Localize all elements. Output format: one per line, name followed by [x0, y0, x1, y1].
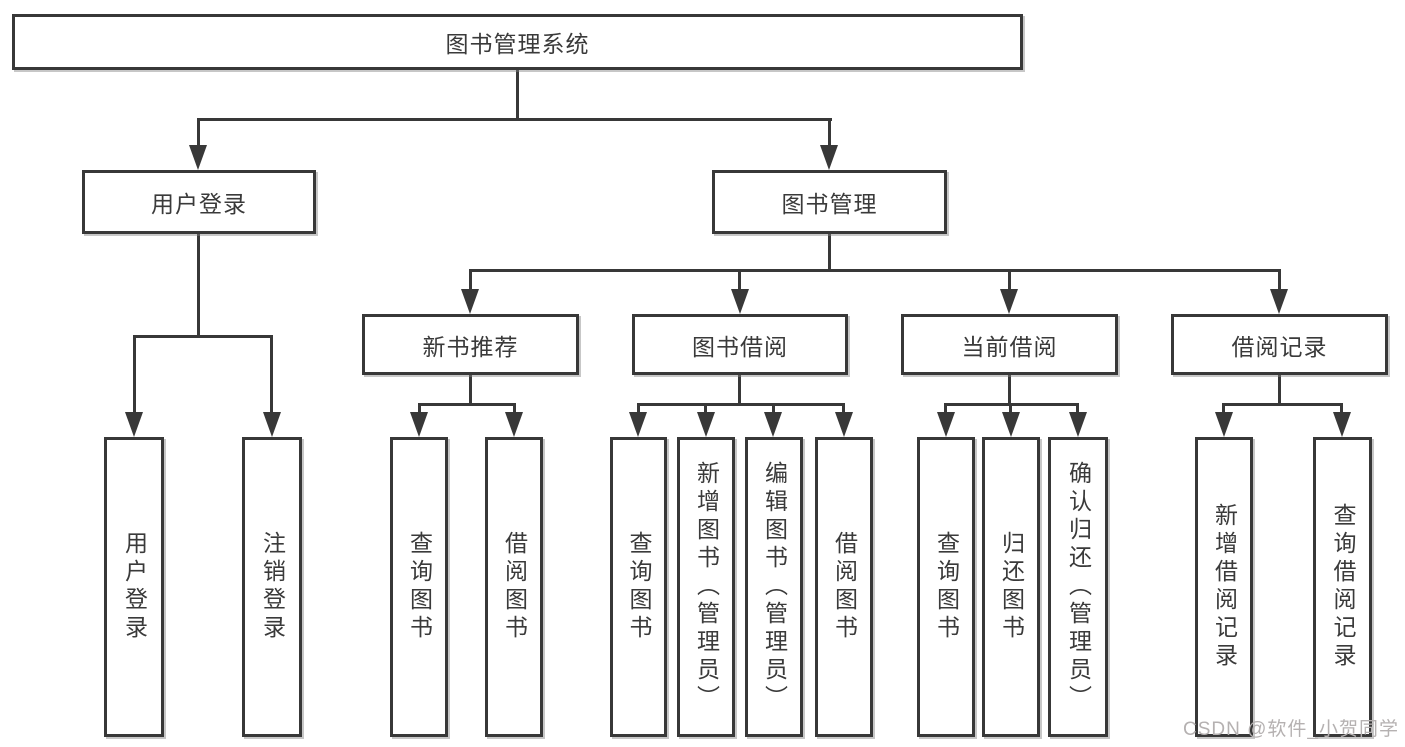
node-cb-query-books: 查询图书: [917, 437, 975, 737]
node-current-borrowing: 当前借阅: [901, 314, 1118, 375]
node-cb-confirm-return-admin: 确认归还（管理员）: [1048, 437, 1108, 737]
node-bb-query-books: 查询图书: [610, 437, 667, 737]
connector-stem: [1076, 403, 1079, 415]
node-label: 当前借阅: [961, 333, 1058, 360]
arrowhead-down-icon: [1000, 289, 1018, 314]
connector-root-bar: [197, 118, 832, 121]
connector-stem: [197, 118, 200, 146]
arrowhead-down-icon: [263, 412, 281, 437]
arrowhead-down-icon: [697, 412, 715, 437]
arrowhead-down-icon: [1333, 412, 1351, 437]
connector-newbook-bar: [418, 403, 516, 406]
connector-stem: [133, 335, 136, 412]
node-library-system: 图书管理系统: [12, 14, 1023, 70]
node-cb-return-books: 归还图书: [982, 437, 1040, 737]
arrowhead-down-icon: [835, 412, 853, 437]
node-bb-borrow-books: 借阅图书: [815, 437, 873, 737]
arrowhead-down-icon: [1002, 412, 1020, 437]
connector-records-bar: [1222, 403, 1343, 406]
arrowhead-down-icon: [189, 145, 207, 170]
node-label: 图书管理: [781, 191, 878, 217]
node-logout: 注销登录: [242, 437, 302, 737]
node-nb-query-books: 查询图书: [390, 437, 448, 737]
arrowhead-down-icon: [125, 412, 143, 437]
arrowhead-down-icon: [461, 289, 479, 314]
connector-stem: [738, 269, 741, 290]
node-label: 用户登录: [121, 531, 148, 643]
connector-userlogin-bar: [133, 335, 273, 338]
arrowhead-down-icon: [764, 412, 782, 437]
node-label: 借阅图书: [501, 531, 528, 643]
connector-stem: [1340, 403, 1343, 415]
connector-stem: [418, 403, 421, 415]
connector-stem: [1008, 269, 1011, 290]
node-label: 借阅记录: [1231, 333, 1328, 360]
arrowhead-down-icon: [410, 412, 428, 437]
node-new-book-recommend: 新书推荐: [362, 314, 579, 375]
connector-stem: [1278, 269, 1281, 290]
node-user-login-group: 用户登录: [82, 170, 316, 234]
connector-stem: [772, 403, 775, 415]
connector-root-stub: [516, 69, 519, 120]
node-label: 用户登录: [151, 191, 247, 217]
node-label: 新增图书（管理员）: [693, 461, 720, 713]
arrowhead-down-icon: [505, 412, 523, 437]
arrowhead-down-icon: [820, 145, 838, 170]
connector-newbook-stub: [469, 375, 472, 406]
arrowhead-down-icon: [1270, 289, 1288, 314]
connector-bookmgmt-bar: [469, 269, 1281, 272]
connector-stem: [828, 118, 831, 146]
node-label: 新书推荐: [422, 333, 519, 360]
node-bb-edit-books-admin: 编辑图书（管理员）: [745, 437, 803, 737]
connector-bookmgmt-stub: [828, 234, 831, 271]
connector-stem: [1222, 403, 1225, 415]
node-book-management: 图书管理: [712, 170, 947, 234]
node-label: 查询借阅记录: [1330, 503, 1356, 671]
arrowhead-down-icon: [1215, 412, 1233, 437]
connector-stem: [704, 403, 707, 415]
node-label: 注销登录: [259, 531, 286, 643]
node-label: 编辑图书（管理员）: [761, 461, 788, 713]
node-br-query-record: 查询借阅记录: [1313, 437, 1372, 737]
node-book-borrowing: 图书借阅: [632, 314, 848, 375]
connector-stem: [513, 403, 516, 415]
connector-stem: [944, 403, 947, 415]
node-label: 查询图书: [933, 531, 960, 643]
connector-userlogin-stub: [197, 234, 200, 338]
connector-stem: [637, 403, 640, 415]
node-bb-add-books-admin: 新增图书（管理员）: [677, 437, 735, 737]
node-label: 查询图书: [406, 531, 433, 643]
node-label: 新增借阅记录: [1211, 503, 1238, 671]
connector-stem: [270, 335, 273, 412]
arrowhead-down-icon: [731, 289, 749, 314]
connector-borrow-bar: [638, 403, 844, 406]
node-borrowing-records: 借阅记录: [1171, 314, 1388, 375]
node-label: 确认归还（管理员）: [1065, 461, 1092, 713]
connector-borrow-stub: [738, 375, 741, 406]
connector-stem: [1009, 403, 1012, 415]
node-label: 归还图书: [998, 531, 1025, 643]
connector-stem: [469, 269, 472, 290]
arrowhead-down-icon: [1069, 412, 1087, 437]
watermark: CSDN @软件_小贺同学: [1183, 719, 1399, 740]
node-nb-borrow-books: 借阅图书: [485, 437, 543, 737]
node-label: 图书管理系统: [445, 31, 590, 57]
node-user-login: 用户登录: [104, 437, 164, 737]
connector-records-stub: [1278, 375, 1281, 406]
node-label: 查询图书: [626, 531, 652, 643]
node-label: 借阅图书: [831, 531, 858, 643]
node-br-add-record: 新增借阅记录: [1195, 437, 1253, 737]
arrowhead-down-icon: [629, 412, 647, 437]
connector-stem: [842, 403, 845, 415]
arrowhead-down-icon: [937, 412, 955, 437]
connector-current-stub: [1008, 375, 1011, 406]
node-label: 图书借阅: [692, 333, 788, 360]
